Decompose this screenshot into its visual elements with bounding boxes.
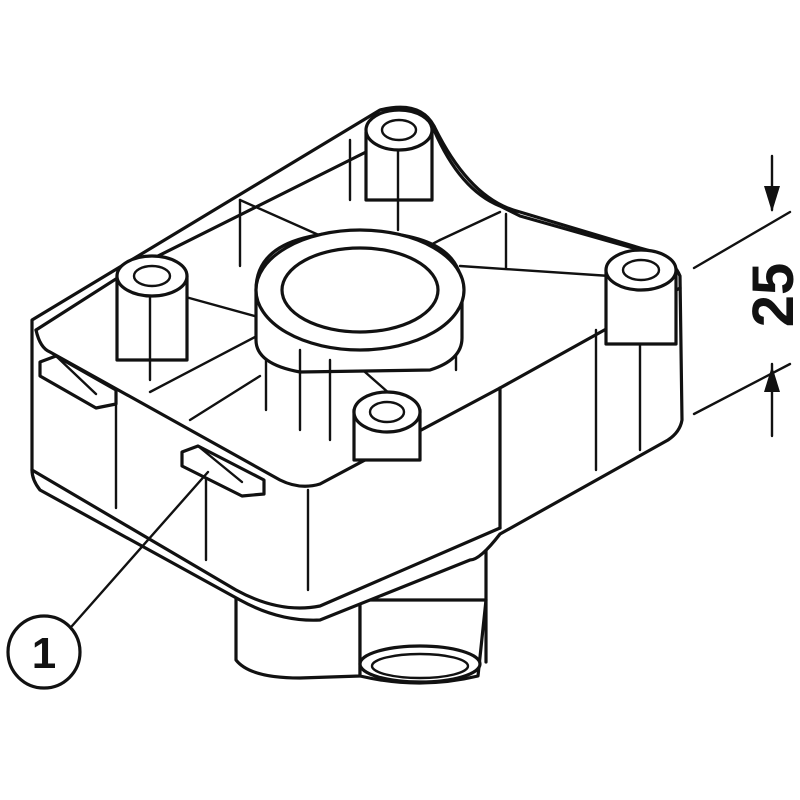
callout-label: 1	[32, 629, 56, 678]
callout-circle	[6, 614, 82, 690]
pillar-back	[364, 108, 434, 232]
pillar-right	[604, 248, 678, 346]
pillar-left	[115, 254, 189, 382]
dimension-value: 25	[741, 263, 800, 328]
central-boss	[254, 228, 466, 442]
callout-1: 1	[6, 470, 210, 690]
clip-tab-left	[38, 354, 118, 410]
extension-line-bottom	[692, 362, 792, 416]
arrow-down-icon	[764, 186, 780, 212]
dimension-height: 25	[692, 154, 800, 438]
leader-line	[70, 470, 210, 628]
pillar-front	[352, 390, 422, 462]
clip-tab-front	[180, 444, 266, 498]
extension-line-top	[692, 210, 792, 270]
arrow-up-icon	[764, 366, 780, 392]
